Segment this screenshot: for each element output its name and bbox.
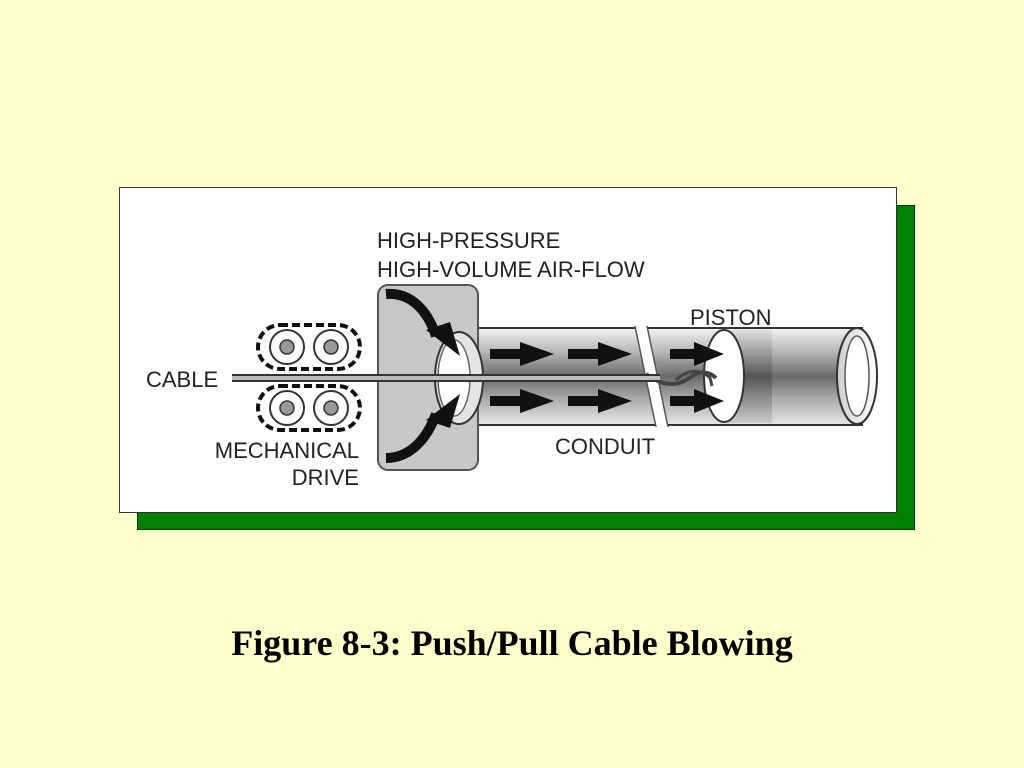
label-high-pressure: HIGH-PRESSURE (377, 228, 560, 253)
label-cable: CABLE (146, 367, 218, 392)
label-conduit: CONDUIT (555, 434, 655, 459)
label-drive: DRIVE (292, 465, 359, 490)
figure-caption: Figure 8-3: Push/Pull Cable Blowing (231, 623, 793, 663)
mechanical-drive-rollers (256, 323, 362, 432)
label-piston: PISTON (690, 305, 772, 330)
label-high-volume-airflow: HIGH-VOLUME AIR-FLOW (377, 257, 645, 282)
label-mechanical: MECHANICAL (215, 438, 359, 463)
cable-blowing-diagram: HIGH-PRESSURE HIGH-VOLUME AIR-FLOW PISTO… (119, 187, 897, 513)
airflow-inlet-arrows (385, 288, 460, 463)
conduit-tube (449, 325, 878, 428)
airflow-arrows (490, 342, 724, 413)
